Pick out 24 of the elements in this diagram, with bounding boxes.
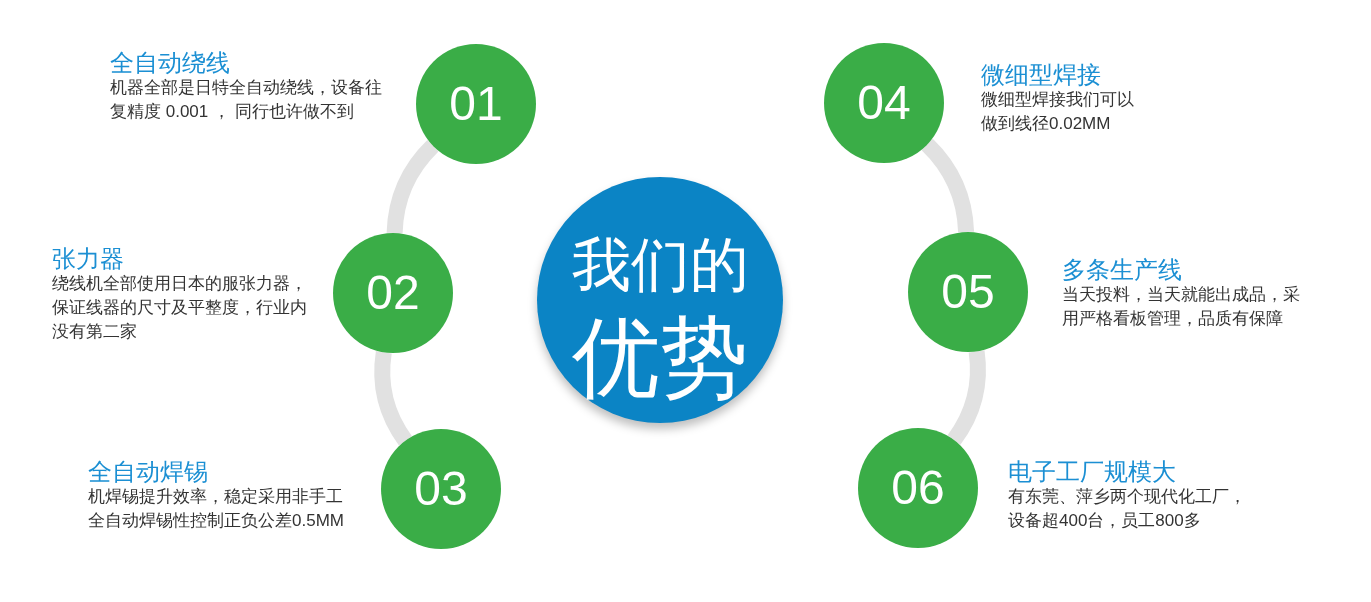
- description: 当天投料，当天就能出成品，采用严格看板管理，品质有保障: [1062, 284, 1301, 330]
- description: 机焊锡提升效率，稳定采用非手工全自动焊锡性控制正负公差0.5MM: [88, 486, 345, 532]
- number-circle: 02: [333, 233, 453, 353]
- description: 微细型焊接我们可以做到线径0.02MM: [981, 89, 1135, 135]
- heading: 电子工厂规模大: [1008, 459, 1176, 485]
- number-circle: 01: [416, 44, 536, 164]
- heading: 全自动绕线: [110, 50, 230, 76]
- heading: 微细型焊接: [981, 62, 1101, 88]
- number-circle: 03: [381, 429, 501, 549]
- heading: 张力器: [52, 246, 124, 272]
- heading: 全自动焊锡: [88, 459, 208, 485]
- number-circle: 04: [824, 43, 944, 163]
- description: 有东莞、萍乡两个现代化工厂，设备超400台，员工800多: [1008, 486, 1247, 532]
- description: 绕线机全部使用日本的服张力器，保证线器的尺寸及平整度，行业内没有第二家: [52, 273, 308, 343]
- number-circle: 06: [858, 428, 978, 548]
- title-text: 优势: [572, 306, 748, 408]
- connector-arc: [947, 350, 986, 445]
- description: 机器全部是日特全自动绕线，设备往复精度 0.001 ， 同行也许做不到: [110, 77, 383, 123]
- number-circle: 05: [908, 232, 1028, 352]
- heading: 多条生产线: [1062, 257, 1182, 283]
- connector-arc: [921, 139, 975, 233]
- connector-arc: [374, 351, 412, 446]
- connector-arc: [386, 140, 439, 234]
- title-text: 我们的: [571, 231, 749, 299]
